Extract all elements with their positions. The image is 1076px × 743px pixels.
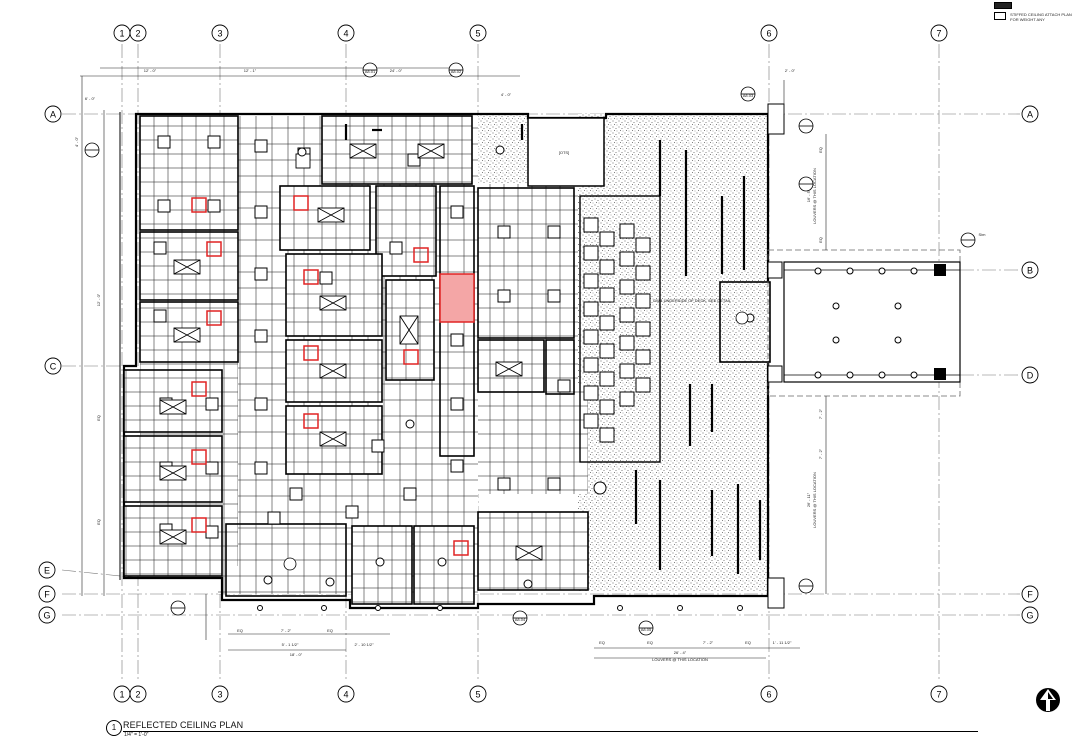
room-tag: [OTS] (559, 150, 569, 155)
legend-swatch-dark (994, 2, 1012, 9)
dim-right-4: 7' - 2" (818, 448, 823, 459)
dim-bottom-8: 7' - 2" (703, 640, 714, 645)
grid-label-col-7: 7 (936, 29, 941, 39)
side-ref: Sim (979, 232, 987, 237)
light-fixtures (153, 135, 755, 589)
grid-label-row-b-right: B (1027, 266, 1033, 276)
grid-label-col-4-bottom: 4 (343, 690, 348, 700)
drawing-scale: 1/4" = 1'-0" (124, 732, 149, 738)
dim-top-1: 12' - 0" (144, 68, 157, 73)
highlighted-ceiling-panels (191, 195, 475, 556)
dim-bottom-2: 7' - 2" (281, 628, 292, 633)
grid-label-col-6: 6 (766, 29, 771, 39)
dim-bottom-7: EQ (599, 640, 605, 645)
grid-label-col-1: 1 (119, 29, 124, 39)
dim-bottom-12: EQ (647, 640, 653, 645)
grid-label-row-e: E (44, 566, 50, 576)
dim-bottom-11: 1' - 11 1/2" (773, 640, 792, 645)
dim-bottom-5: 2' - 10 1/2" (354, 642, 374, 647)
drawing-number: 1 (106, 720, 122, 736)
grid-bubbles-rows (38, 105, 1039, 624)
dim-right-1: EQ (818, 147, 823, 153)
grid-bubbles-bottom (113, 685, 948, 703)
dim-bottom-10: 26' - 4" (674, 650, 687, 655)
section-markers (84, 62, 976, 636)
grid-label-row-g: G (43, 611, 50, 621)
dim-right-6: 26' - 11" (806, 492, 811, 507)
legend: STIFFED CEILING ATTACH PLAN FOR WEIGHT A… (994, 2, 1072, 25)
grid-label-row-c: C (50, 362, 57, 372)
dim-bottom-4: 5' - 1 1/2" (282, 642, 299, 647)
grid-label-col-2: 2 (135, 29, 140, 39)
legend-swatch-open (994, 12, 1007, 20)
dim-top-5: 4' - 0" (501, 92, 512, 97)
dim-top-2: 12' - 1" (244, 68, 257, 73)
dim-right-3: 7' - 2" (818, 408, 823, 419)
dim-bottom-1: EQ (237, 628, 243, 633)
dim-bottom-9: EQ (745, 640, 751, 645)
grid-bubbles-top (113, 24, 948, 42)
north-arrow-icon (1036, 688, 1060, 712)
dim-bottom-6: 18' - 0" (290, 652, 303, 657)
dim-top-4: 2' - 0" (785, 68, 796, 73)
dim-left-2: 12' - 0" (96, 293, 101, 306)
section-ref-4: A8.04 (515, 617, 526, 622)
grid-bubble-labels-bottom: 1 2 3 4 5 6 7 (119, 690, 941, 700)
grid-label-row-g-right: G (1026, 611, 1033, 621)
section-ref-2: A8.02 (451, 69, 462, 74)
dim-left-1: 4' - 0" (74, 136, 79, 147)
grid-label-row-f: F (44, 590, 50, 600)
grid-label-col-3-bottom: 3 (217, 690, 222, 700)
dimension-lines (80, 67, 827, 659)
gwb-note: GWB UNDERSIDE OF DECK. SEE DETAIL (653, 298, 732, 303)
grid-bubble-labels-rows: A A B C D E F F G G (43, 110, 1033, 621)
grid-label-row-d-right: D (1027, 371, 1034, 381)
section-ref-1: A8.01 (365, 69, 376, 74)
grid-label-col-4: 4 (343, 29, 348, 39)
grid-label-col-7-bottom: 7 (936, 690, 941, 700)
title-underline (123, 731, 978, 732)
dim-right-5: 16' - 5" (806, 189, 811, 202)
exterior-canopy (767, 103, 961, 609)
grid-label-row-f-right: F (1027, 590, 1033, 600)
stair-treads (583, 217, 651, 443)
dim-bottom-3: EQ (327, 628, 333, 633)
legend-row-1 (994, 2, 1072, 9)
dimension-labels: 12' - 0" 12' - 1" 24' - 0" 2' - 0" 4' - … (85, 68, 986, 662)
dim-left-3: EQ (96, 415, 101, 421)
grid-label-row-a-right: A (1027, 110, 1033, 120)
canopy-downlights (257, 267, 918, 611)
grid-bubble-labels-top: 1 2 3 4 5 6 7 (119, 29, 941, 39)
section-ref-5: A8.05 (641, 627, 652, 632)
drawing-title: REFLECTED CEILING PLAN (123, 720, 244, 730)
grid-label-col-5-bottom: 5 (475, 690, 480, 700)
grid-label-row-a: A (50, 110, 56, 120)
grid-label-col-1-bottom: 1 (119, 690, 124, 700)
dim-right-2: EQ (818, 237, 823, 243)
louvers-right-upper-label: LOUVERS @ THIS LOCATION (812, 168, 817, 224)
louvers-bottom-label: LOUVERS @ THIS LOCATION (652, 657, 708, 662)
vertical-dimension-labels: 4' - 0" 12' - 0" EQ EQ EQ EQ 7' - 2" 7' … (74, 136, 823, 528)
wall-stubs (344, 124, 762, 574)
legend-text-2: STIFFED CEILING ATTACH PLAN FOR WEIGHT A… (1010, 12, 1072, 22)
section-ref-3: A8.03 (743, 93, 754, 98)
dim-top-6: 6' - 0" (85, 96, 96, 101)
dim-left-4: EQ (96, 519, 101, 525)
grid-label-col-5: 5 (475, 29, 480, 39)
dim-top-3: 24' - 0" (390, 68, 403, 73)
grid-label-col-3: 3 (217, 29, 222, 39)
grid-label-col-6-bottom: 6 (766, 690, 771, 700)
grid-label-col-2-bottom: 2 (135, 690, 140, 700)
legend-row-2: STIFFED CEILING ATTACH PLAN FOR WEIGHT A… (994, 12, 1072, 22)
louvers-right-lower-label: LOUVERS @ THIS LOCATION (812, 472, 817, 528)
